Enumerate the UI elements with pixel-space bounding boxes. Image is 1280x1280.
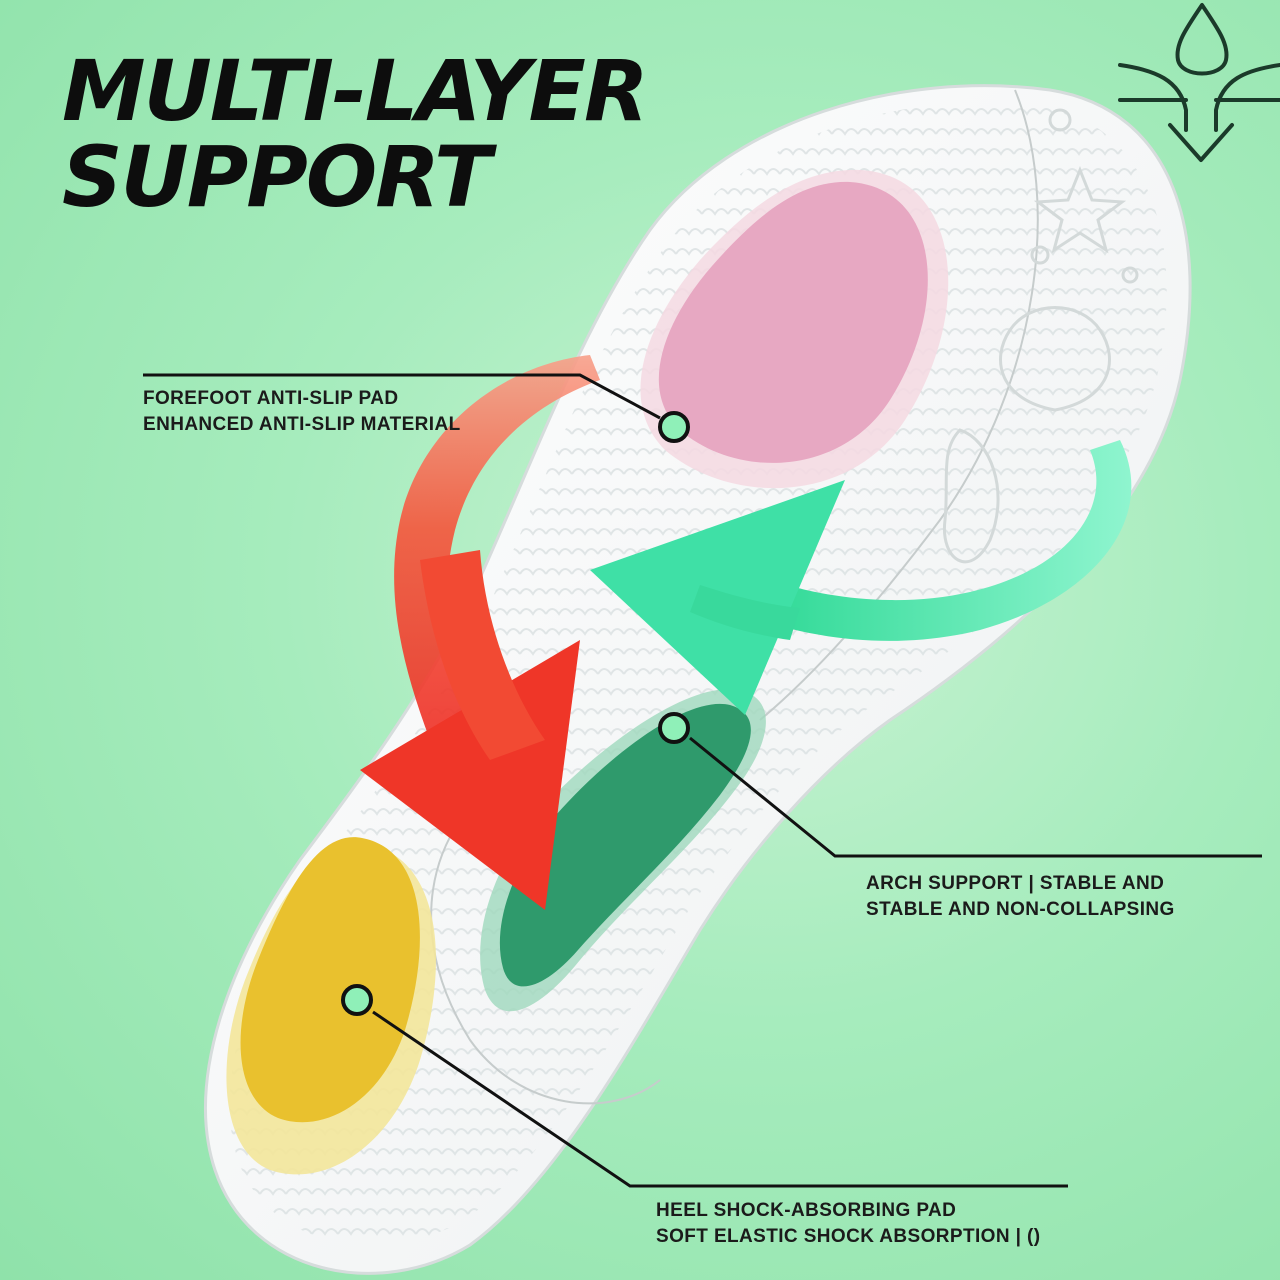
forefoot-marker	[658, 411, 690, 443]
arch-leader-line	[689, 736, 1262, 858]
water-drop-absorb-icon	[1118, 3, 1280, 162]
forefoot-title: FOREFOOT ANTI-SLIP PAD	[143, 388, 399, 409]
forefoot-callout: FOREFOOT ANTI-SLIP PAD ENHANCED ANTI-SLI…	[143, 386, 461, 438]
headline-line-1: MULTI-LAYER	[62, 42, 649, 140]
headline-line-2: SUPPORT	[62, 128, 491, 226]
forefoot-leader-line	[143, 373, 661, 420]
arch-title: ARCH SUPPORT | STABLE AND	[866, 873, 1165, 894]
heel-desc: SOFT ELASTIC SHOCK ABSORPTION | ()	[656, 1226, 1041, 1247]
red-arrow	[360, 355, 600, 910]
teal-arrow	[590, 440, 1132, 715]
heel-callout: HEEL SHOCK-ABSORBING PAD SOFT ELASTIC SH…	[656, 1198, 1041, 1250]
headline: MULTI-LAYER SUPPORT	[62, 42, 649, 226]
arch-callout: ARCH SUPPORT | STABLE AND STABLE AND NON…	[866, 871, 1175, 923]
leader-lines	[143, 373, 1262, 1188]
forefoot-desc: ENHANCED ANTI-SLIP MATERIAL	[143, 414, 461, 435]
heel-pad	[226, 837, 436, 1175]
heel-leader-line	[372, 1010, 1068, 1188]
arch-marker	[658, 712, 690, 744]
insole-pattern	[942, 108, 1139, 564]
arch-pad	[480, 688, 766, 1012]
arch-desc: STABLE AND NON-COLLAPSING	[866, 899, 1175, 920]
heel-title: HEEL SHOCK-ABSORBING PAD	[656, 1200, 957, 1221]
markers	[341, 411, 690, 1016]
heel-marker	[341, 984, 373, 1016]
forefoot-pad	[640, 169, 949, 489]
